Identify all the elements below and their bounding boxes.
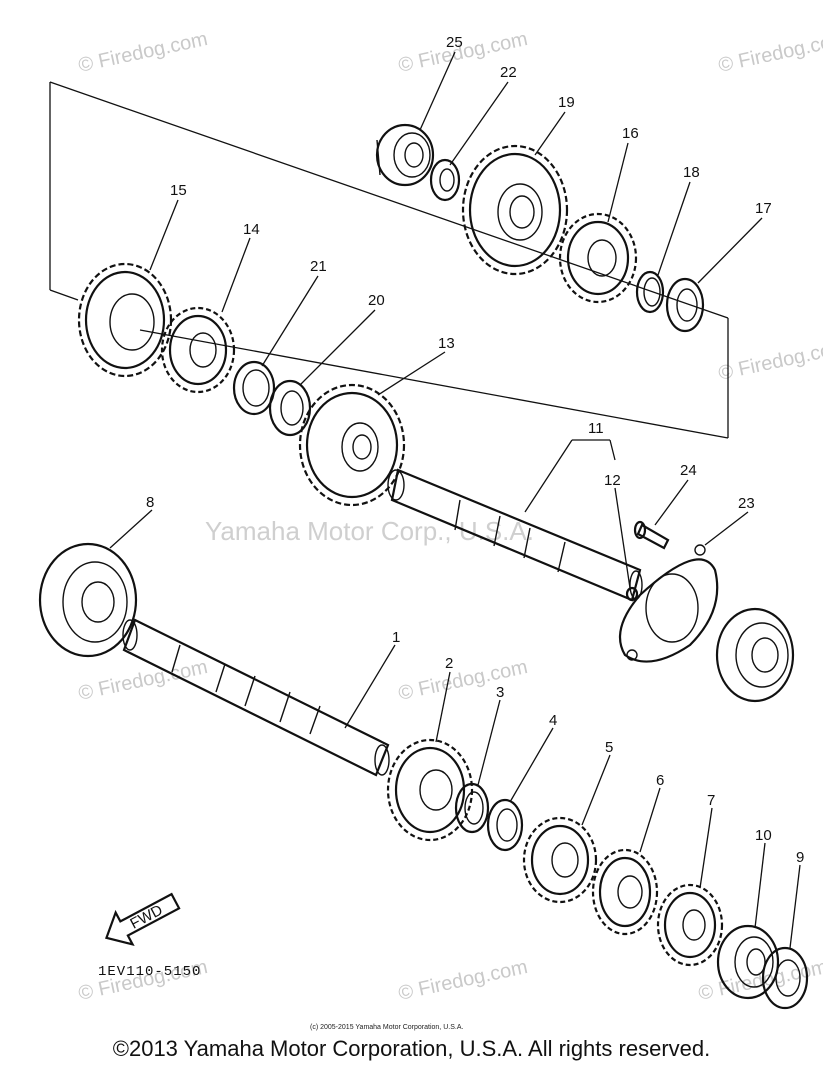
callout-22: 22: [500, 64, 517, 81]
callout-2: 2: [445, 655, 453, 672]
fwd-arrow: FWD: [104, 892, 181, 947]
gear-7: [656, 883, 724, 967]
watermark-layer: © Firedog.com © Firedog.com © Firedog.co…: [76, 28, 823, 1005]
callout-15: 15: [170, 182, 187, 199]
washer-17: [665, 277, 705, 333]
pin-12: [625, 586, 639, 602]
leader-lines: [109, 51, 801, 949]
gear-14: [160, 306, 236, 394]
circlip-21: [232, 360, 276, 416]
callout-24: 24: [680, 462, 697, 479]
callout-19: 19: [558, 94, 575, 111]
watermark: © Firedog.com: [716, 336, 823, 385]
callout-7: 7: [707, 792, 715, 809]
watermark: © Firedog.com: [76, 28, 209, 77]
callout-12: 12: [604, 472, 621, 489]
gear-5: [522, 816, 598, 904]
gear-13: [298, 383, 406, 507]
callout-6: 6: [656, 772, 664, 789]
gear-6: [591, 848, 659, 936]
callout-10: 10: [755, 827, 772, 844]
callout-4: 4: [549, 712, 557, 729]
upper-right-group: [375, 123, 705, 333]
callout-8: 8: [146, 494, 154, 511]
washer-4: [486, 798, 524, 852]
bearing-10: [716, 924, 780, 1000]
callout-23: 23: [738, 495, 755, 512]
watermark: © Firedog.com: [396, 656, 529, 705]
gear-15: [77, 262, 173, 378]
callout-20: 20: [368, 292, 385, 309]
upper-left-group: [77, 262, 406, 507]
plate-23: [618, 544, 719, 663]
callout-21: 21: [310, 258, 327, 275]
lower-gear-group: [386, 738, 809, 1010]
callout-25: 25: [446, 34, 463, 51]
callout-9: 9: [796, 849, 804, 866]
gear-16: [558, 212, 638, 304]
callout-3: 3: [496, 684, 504, 701]
callout-5: 5: [605, 739, 613, 756]
gear-19: [461, 144, 569, 276]
callout-1: 1: [392, 629, 400, 646]
callout-14: 14: [243, 221, 260, 238]
center-watermark: Yamaha Motor Corp., U.S.A.: [205, 516, 534, 546]
group-bracket: [49, 81, 729, 439]
gear-2: [386, 738, 474, 842]
callout-numbers: 25 22 19 16 18 17 15 14 21 20 13 11 12 2…: [146, 34, 804, 866]
callout-18: 18: [683, 164, 700, 181]
bearing-8: [38, 542, 138, 658]
watermark: © Firedog.com: [76, 656, 209, 705]
diagram-code: 1EV110-5150: [98, 964, 201, 980]
callout-17: 17: [755, 200, 772, 217]
circlip-18: [635, 270, 665, 314]
copyright-footer: ©2013 Yamaha Motor Corporation, U.S.A. A…: [112, 1036, 711, 1061]
callout-13: 13: [438, 335, 455, 352]
watermark: © Firedog.com: [396, 956, 529, 1005]
drive-axle-group: [387, 468, 795, 703]
main-axle-1: [122, 618, 390, 777]
bearing-25: [375, 123, 435, 187]
callout-16: 16: [622, 125, 639, 142]
bolt-24: [633, 520, 670, 550]
watermark: © Firedog.com: [716, 28, 823, 77]
washer-22: [429, 158, 461, 202]
bearing-drive-right: [715, 607, 795, 703]
circlip-3: [454, 782, 490, 834]
fwd-label: FWD: [127, 902, 165, 933]
small-copyright: (c) 2005-2015 Yamaha Motor Corporation, …: [310, 1024, 463, 1031]
collar-9: [761, 946, 809, 1010]
callout-11: 11: [588, 420, 604, 437]
washer-20: [268, 379, 312, 437]
